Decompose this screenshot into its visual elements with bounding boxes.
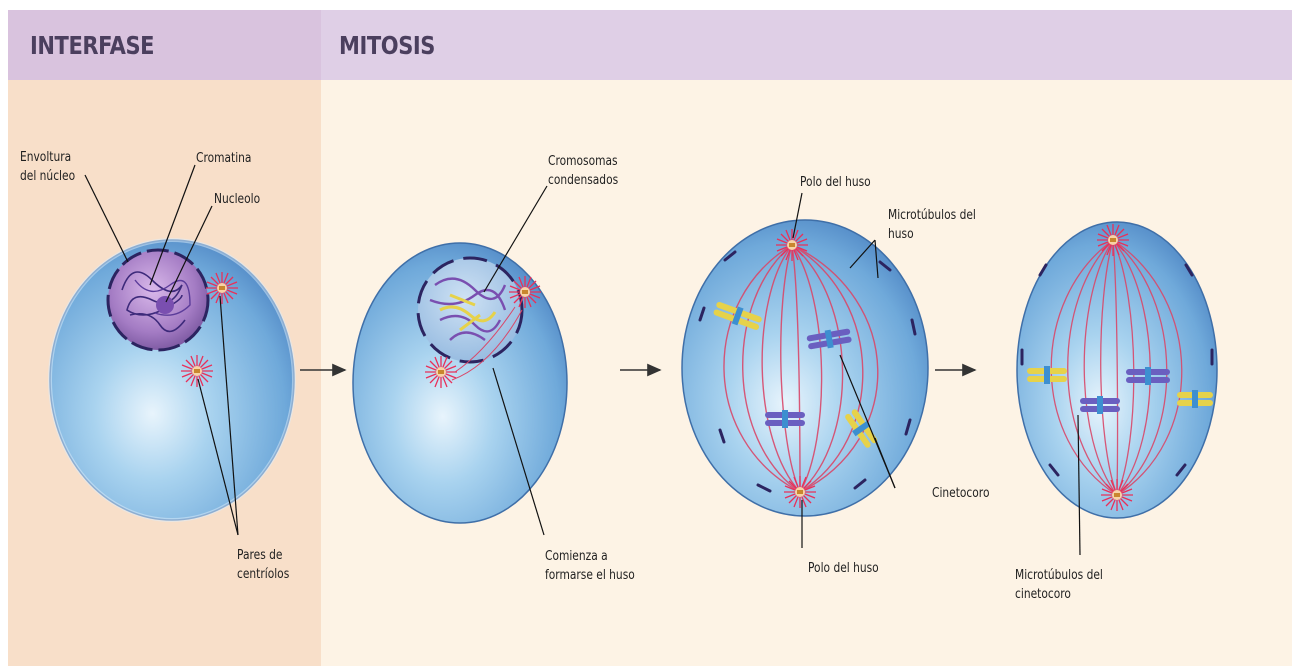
- interphase-cell: [50, 240, 294, 520]
- label-kinetochore-microtubules: Microtúbulos del cinetocoro: [1015, 566, 1103, 604]
- label-kinetochore: Cinetocoro: [932, 484, 989, 503]
- label-nuclear-envelope: Envoltura del núcleo: [20, 148, 75, 186]
- prometaphase-cell: [682, 220, 928, 516]
- label-spindle-forming: Comienza a formarse el huso: [545, 547, 635, 585]
- label-spindle-pole-bottom: Polo del huso: [808, 559, 879, 578]
- prophase-cell: [353, 243, 567, 523]
- label-spindle-pole-top: Polo del huso: [800, 173, 871, 192]
- label-spindle-microtubules: Microtúbulos del huso: [888, 206, 976, 244]
- label-nucleolus: Nucleolo: [214, 190, 260, 209]
- metaphase-cell: [1017, 222, 1217, 518]
- label-centriole-pairs: Pares de centríolos: [237, 546, 289, 584]
- label-condensed-chromosomes: Cromosomas condensados: [548, 152, 618, 190]
- label-chromatin: Cromatina: [196, 149, 251, 168]
